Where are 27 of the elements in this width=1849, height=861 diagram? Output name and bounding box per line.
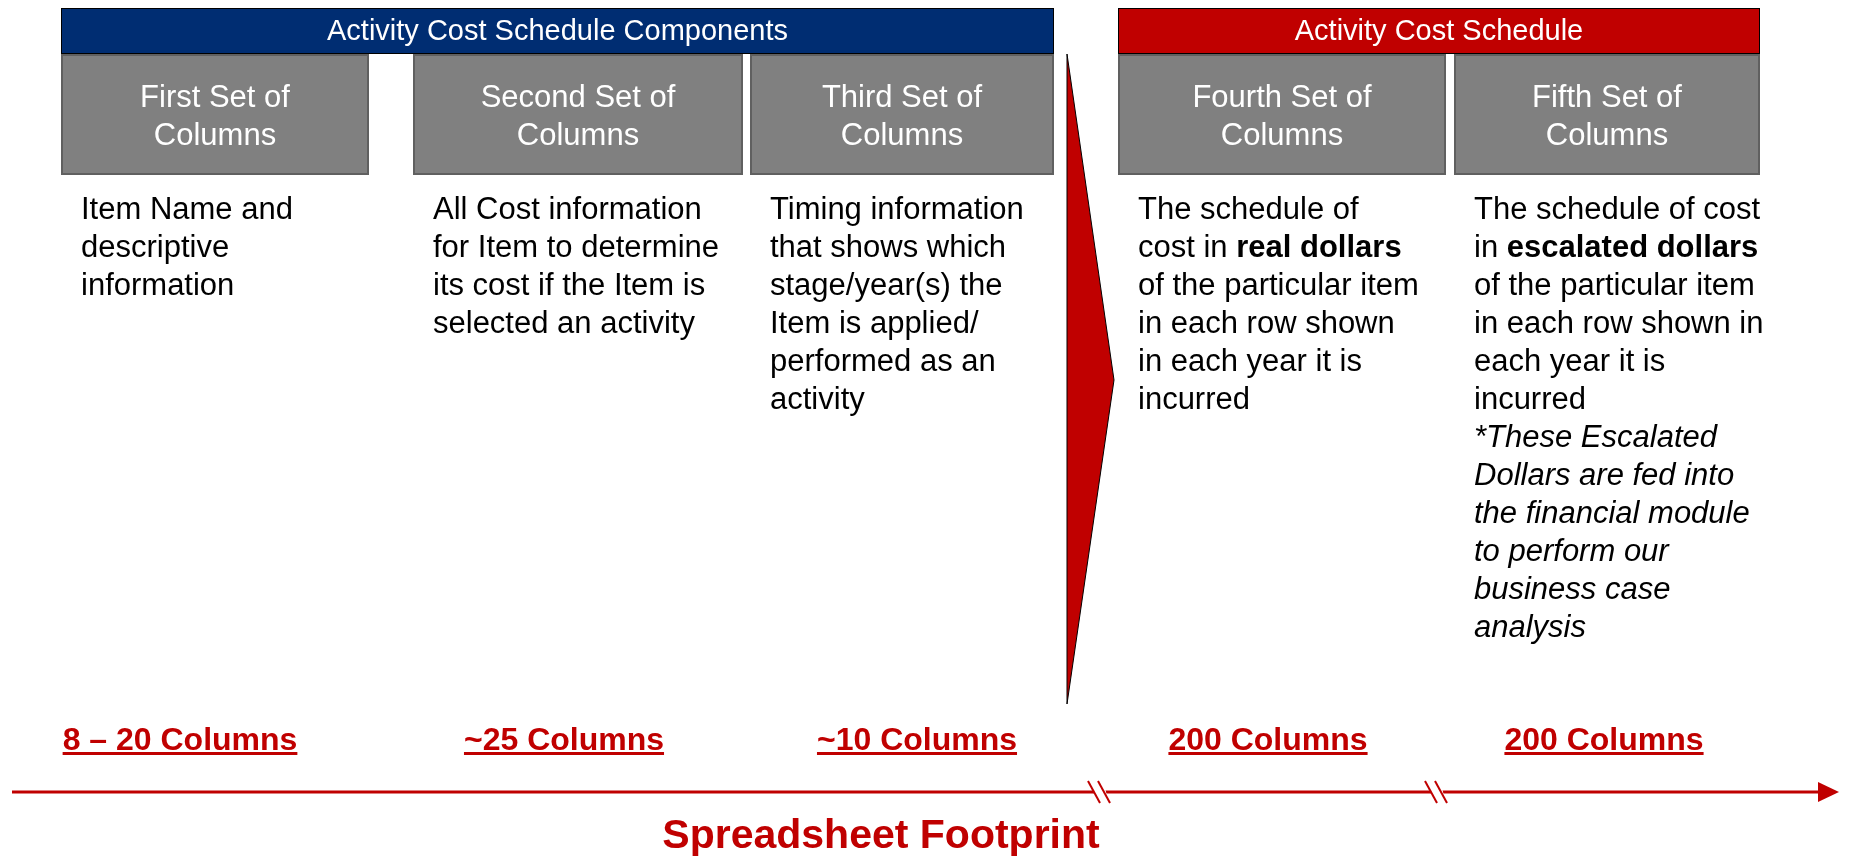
column-group-box bbox=[1118, 54, 1446, 175]
description-text: The schedule of cost in real dollars of the particular item in each row shown in each year it is incurred bbox=[1138, 190, 1420, 418]
box-heading: First Set of Columns bbox=[139, 78, 291, 154]
box-heading: Fourth Set of Columns bbox=[1191, 78, 1373, 154]
footnote-text: *These Escalated Dollars are fed into the financial module to perform our business case analysis bbox=[1474, 418, 1751, 646]
box-heading: Second Set of Columns bbox=[479, 78, 677, 154]
column-group-box bbox=[1454, 54, 1760, 175]
column-count: 8 – 20 Columns bbox=[62, 720, 298, 758]
header-band bbox=[1118, 8, 1760, 54]
column-group-box bbox=[750, 54, 1054, 175]
column-count: ~25 Columns bbox=[463, 720, 665, 758]
column-count: ~10 Columns bbox=[816, 720, 1018, 758]
box-heading: Activity Cost Schedule Components bbox=[327, 13, 788, 49]
description-text: The schedule of cost in escalated dollars of the particular item in each row shown in each year it is incurred bbox=[1474, 190, 1765, 418]
header-band bbox=[61, 8, 1054, 54]
column-group-box bbox=[61, 54, 369, 175]
chevron-arrow bbox=[1066, 53, 1115, 705]
box-heading: Activity Cost Schedule bbox=[1294, 13, 1584, 49]
description-text: All Cost information for Item to determine its cost if the Item is selected an activity bbox=[433, 190, 720, 342]
column-count: 200 Columns bbox=[1504, 720, 1704, 758]
column-group-box bbox=[413, 54, 743, 175]
box-heading: Third Set of Columns bbox=[820, 78, 984, 154]
column-count: 200 Columns bbox=[1168, 720, 1368, 758]
description-text: Item Name and descriptive information bbox=[81, 190, 294, 304]
description-text: Timing information that shows which stage/year(s) the Item is applied/ performed as an activity bbox=[770, 190, 1025, 418]
box-heading: Fifth Set of Columns bbox=[1531, 78, 1683, 154]
axis-title: Spreadsheet Footprint bbox=[662, 812, 1100, 856]
